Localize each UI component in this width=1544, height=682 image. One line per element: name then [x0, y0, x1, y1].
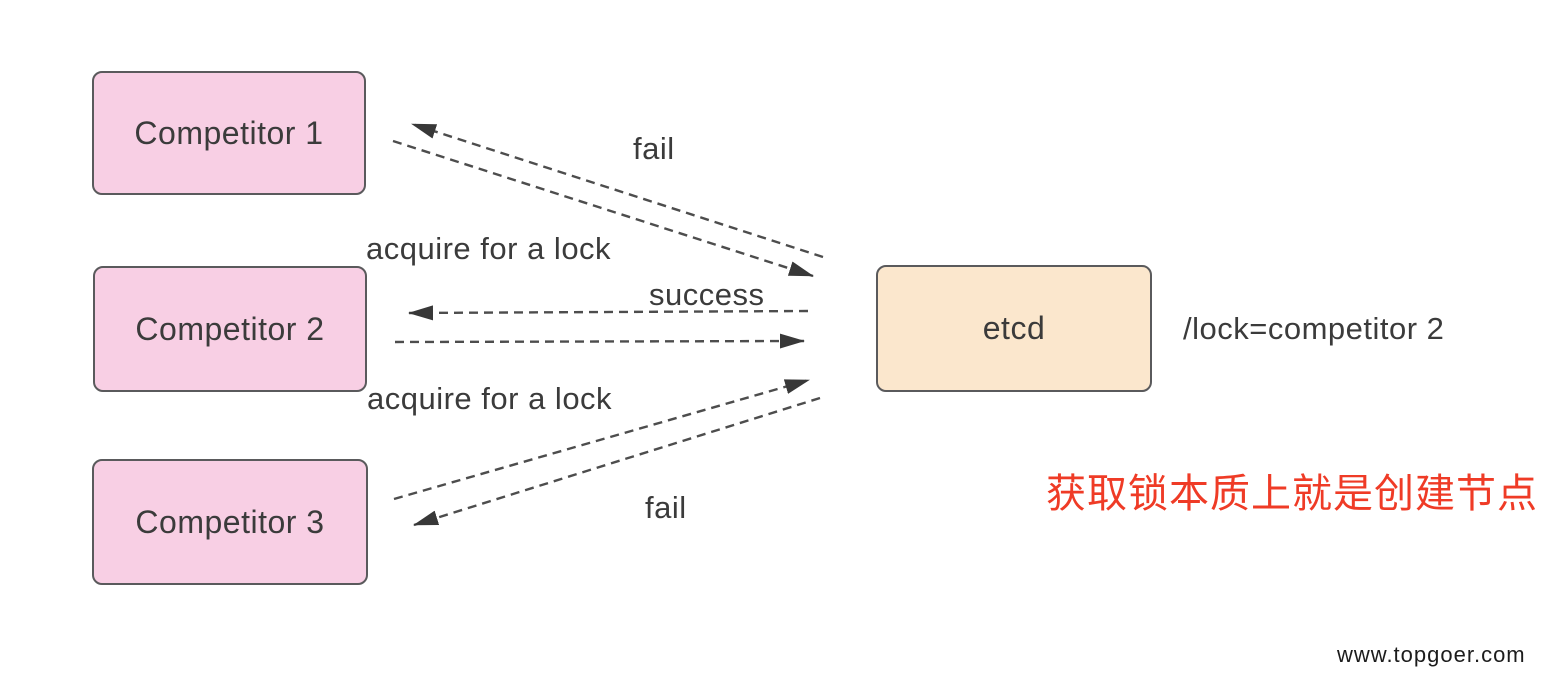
node-etcd-label: etcd — [982, 310, 1046, 346]
arrow-etcd-to-c3-fail — [413, 396, 821, 527]
edge-label-acquire-bottom: acquire for a lock — [367, 381, 613, 416]
node-competitor-2-label: Competitor 2 — [135, 310, 325, 347]
node-competitor-2: Competitor 2 — [93, 266, 367, 392]
node-etcd: etcd — [876, 265, 1152, 392]
arrow-c1-to-etcd-acquire — [392, 139, 814, 278]
arrow-c2-to-etcd-acquire — [394, 333, 805, 349]
node-competitor-3: Competitor 3 — [92, 459, 368, 585]
arrow-etcd-to-c2-success — [408, 305, 809, 321]
red-note-annotation: 获取锁本质上就是创建节点！ — [1046, 472, 1544, 516]
node-competitor-1: Competitor 1 — [92, 71, 366, 195]
node-competitor-3-label: Competitor 3 — [135, 503, 325, 540]
edge-label-success: success — [649, 277, 765, 312]
edge-label-fail-top: fail — [633, 131, 675, 166]
arrow-etcd-to-c1-fail — [411, 122, 824, 259]
edge-label-fail-bottom: fail — [645, 490, 687, 525]
edge-label-acquire-top: acquire for a lock — [366, 231, 612, 266]
watermark-text: www.topgoer.com — [1337, 642, 1526, 667]
arrow-c3-to-etcd-acquire — [393, 378, 810, 501]
node-competitor-1-label: Competitor 1 — [134, 114, 324, 151]
lock-key-annotation: /lock=competitor 2 — [1183, 311, 1445, 346]
